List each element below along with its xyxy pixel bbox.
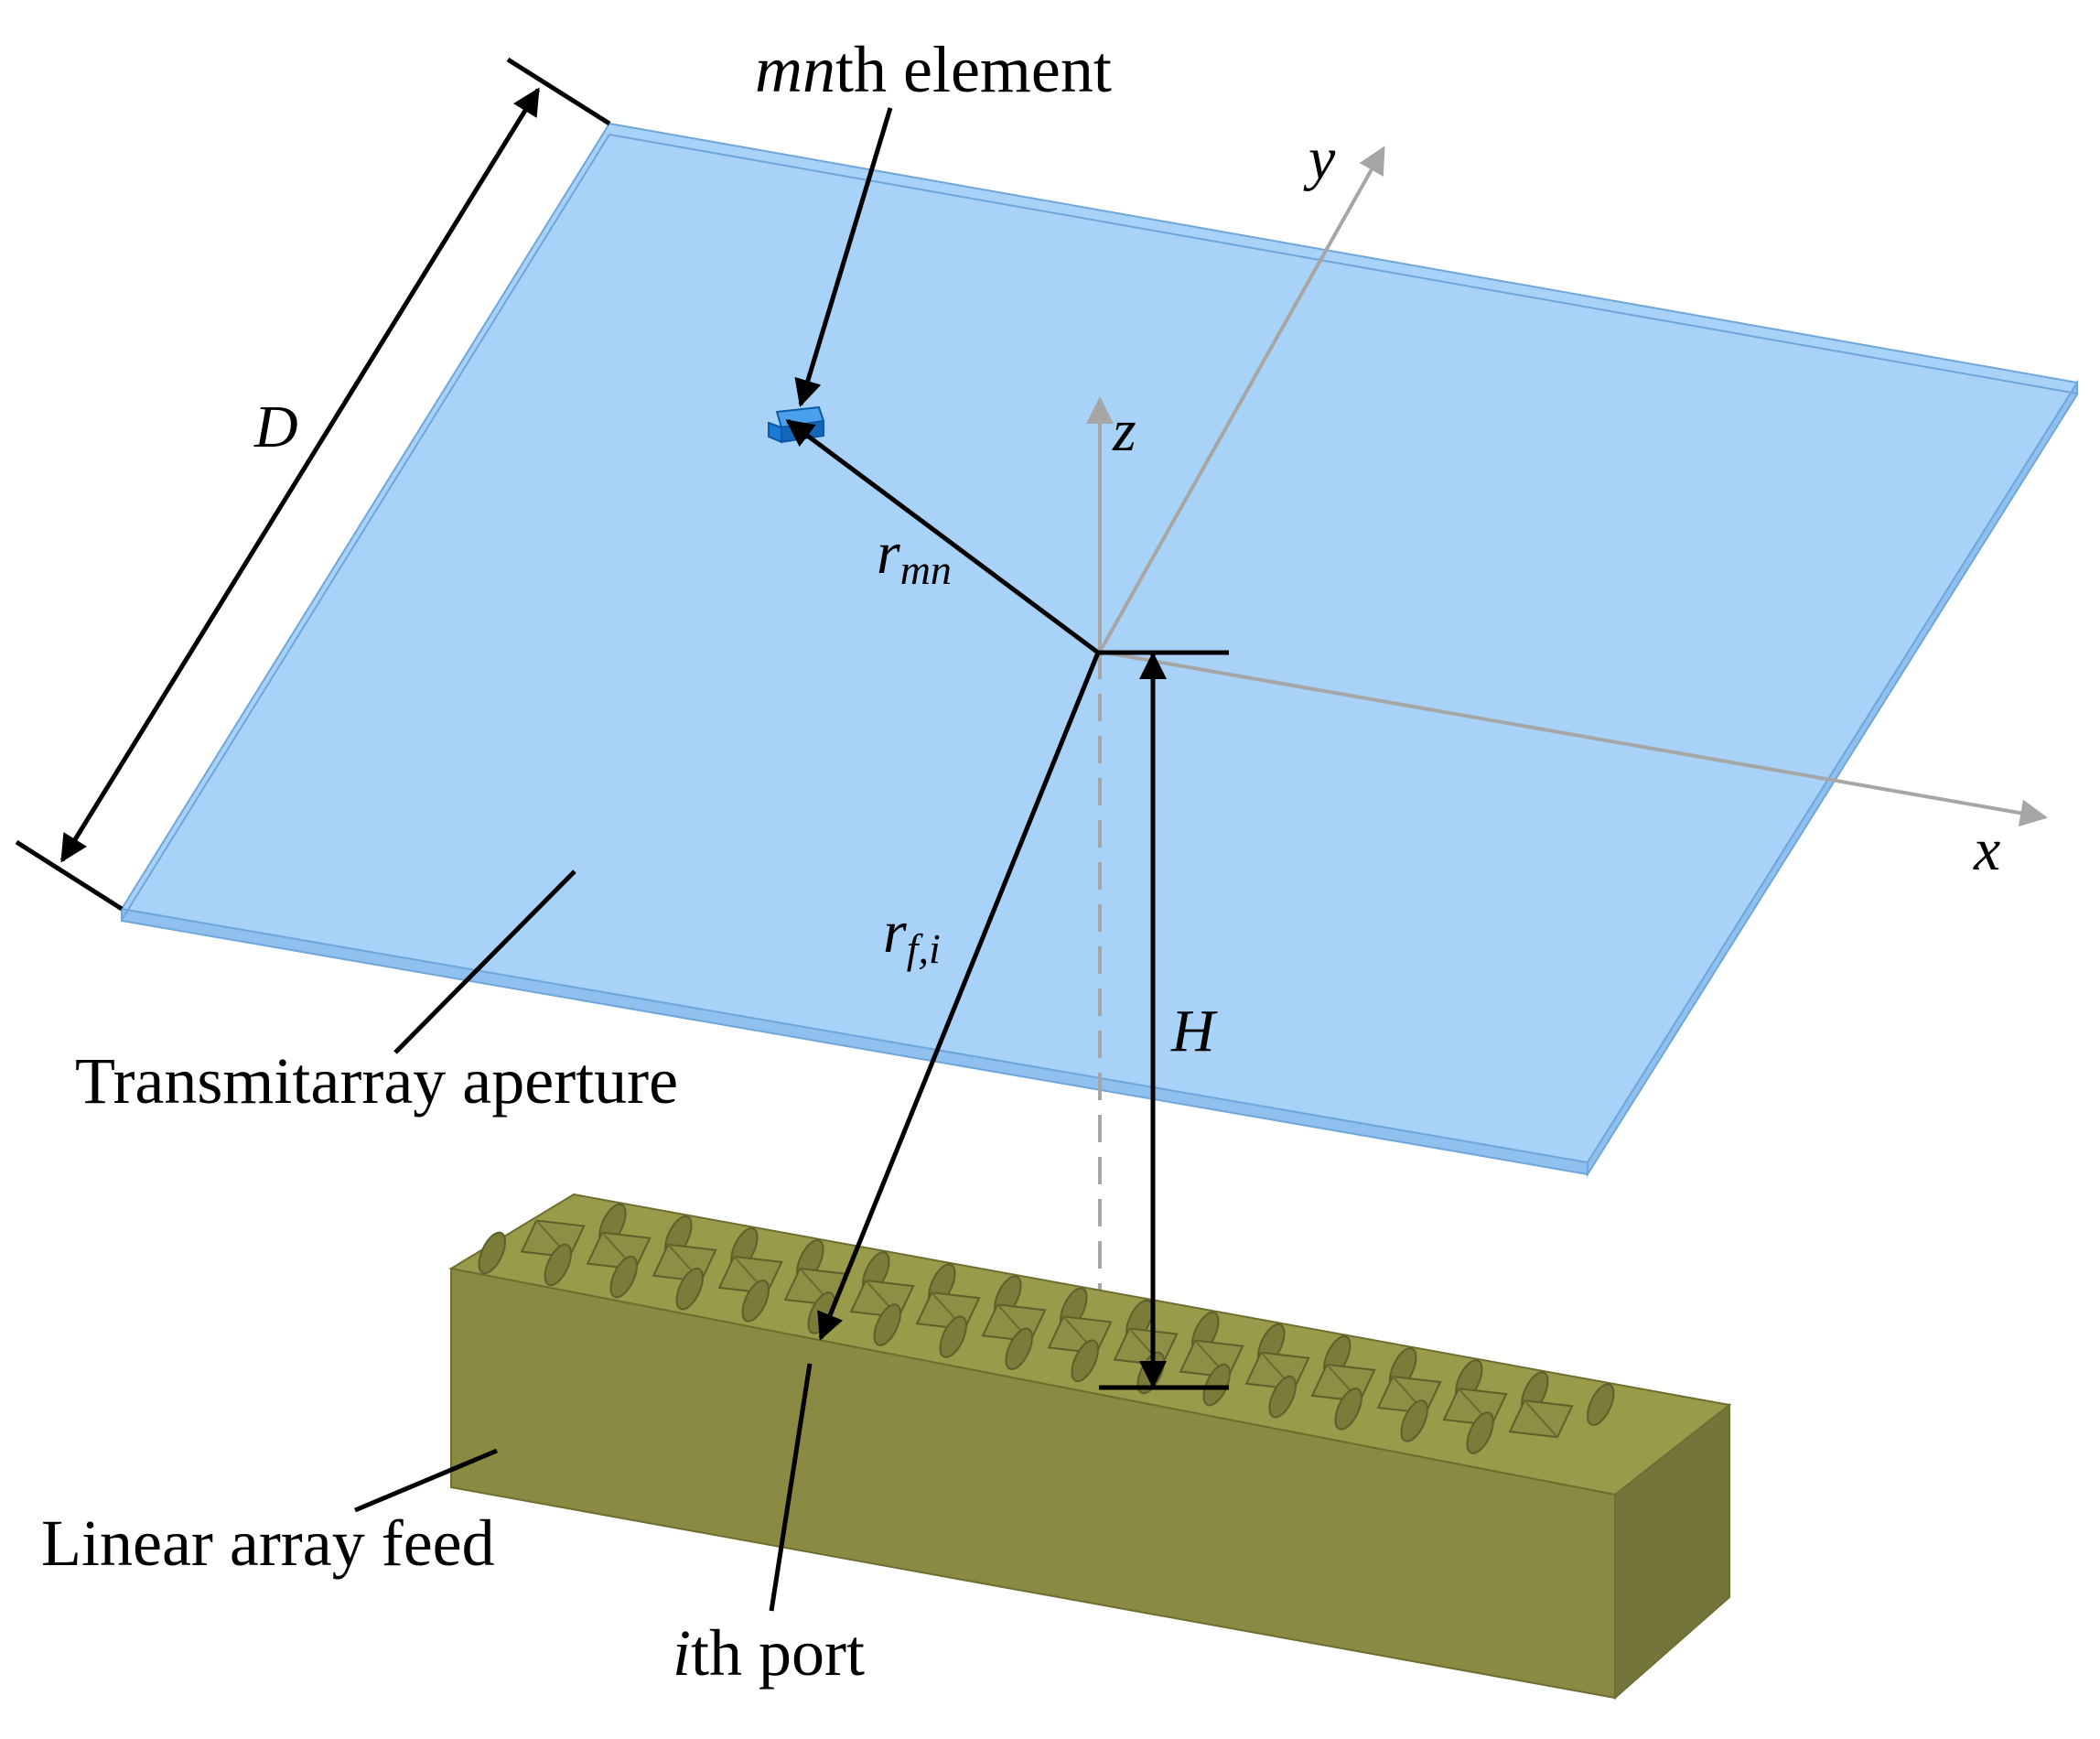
- feed-label: Linear array feed: [41, 1507, 495, 1580]
- feed-slot: [741, 1280, 770, 1323]
- feed-square-port-shade: [1524, 1399, 1558, 1438]
- feed-slot: [609, 1255, 638, 1299]
- d-label: D: [253, 394, 298, 460]
- feed-slot: [675, 1267, 704, 1311]
- feed-slot: [544, 1243, 573, 1287]
- r-fi-vector: [817, 652, 1101, 1341]
- r-fi-label: rf,i: [883, 899, 941, 972]
- x-axis: [1099, 650, 2048, 827]
- z-axis-label: z: [1112, 397, 1136, 464]
- y-axis: [1098, 146, 1385, 653]
- x-axis-label: x: [1973, 816, 2000, 883]
- r-mn-vector: [785, 418, 1100, 655]
- feed-slot: [1071, 1339, 1099, 1383]
- element-label: mnth element: [755, 33, 1112, 106]
- port-leader-line: [769, 1363, 813, 1612]
- feed-slot: [1334, 1388, 1362, 1431]
- aperture-label: Transmitarray aperture: [75, 1044, 678, 1118]
- linear-array-feed: [448, 1193, 1732, 1701]
- aperture-top-highlight: [608, 134, 2078, 394]
- feed-slot-array: [478, 1203, 1615, 1454]
- r-mn-label: rmn: [877, 520, 952, 593]
- feed-slot: [1466, 1411, 1494, 1454]
- feed-slot: [478, 1231, 507, 1275]
- feed-slot: [939, 1315, 967, 1358]
- feed-slot: [1005, 1327, 1033, 1370]
- feed-slot: [1400, 1399, 1428, 1442]
- dimension-d: [15, 57, 611, 912]
- aperture-leader-line: [393, 870, 576, 1054]
- feed-slot: [1587, 1383, 1615, 1426]
- feed-side-face: [1614, 1402, 1730, 1701]
- feed-slot: [1268, 1375, 1297, 1419]
- h-label: H: [1170, 998, 1218, 1064]
- feed-slot: [873, 1303, 901, 1346]
- height-h-dimension: [1098, 650, 1229, 1390]
- coordinate-axes: [1086, 146, 2048, 1389]
- dimension-d-arrow: [59, 87, 541, 863]
- element-pointer-arrow: [794, 107, 893, 407]
- y-axis-label: y: [1303, 125, 1336, 192]
- feed-leader-line: [354, 1448, 498, 1513]
- port-label: ith port: [673, 1616, 865, 1690]
